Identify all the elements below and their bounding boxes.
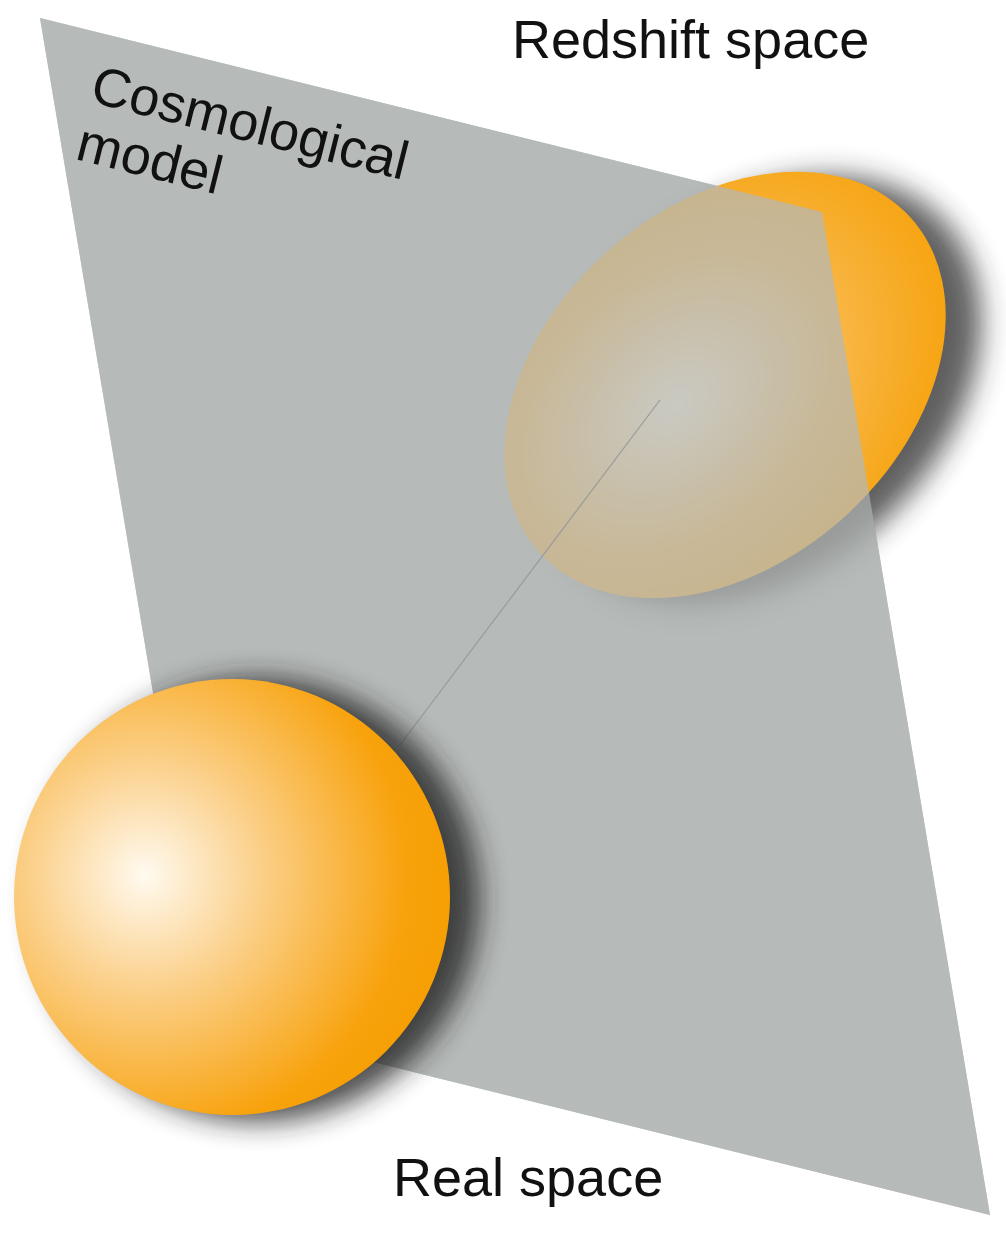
real-space-sphere xyxy=(14,679,450,1115)
real-label: Real space xyxy=(393,1148,663,1207)
redshift-label: Redshift space xyxy=(512,10,869,69)
mapping-line xyxy=(400,400,660,745)
